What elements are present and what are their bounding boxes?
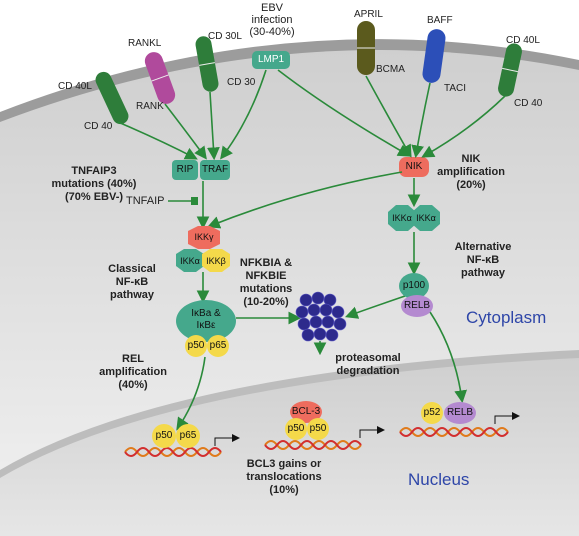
label-ikka: IKKα — [180, 256, 200, 266]
receptor-cd30 — [195, 36, 219, 92]
receptor-bcma — [357, 21, 375, 75]
label-ikka-alt2: IKKα — [416, 213, 436, 223]
label-cd40-right: CD 40 — [514, 98, 543, 109]
label-bcma: BCMA — [376, 64, 405, 75]
label-rank: RANK — [136, 101, 164, 112]
annotation-nfkbia-mutations: NFKBIA & NFKBIE mutations (10-20%) — [239, 257, 293, 308]
annotation-rel-amplification: REL amplification (40%) — [99, 353, 167, 391]
ikba-shape — [176, 300, 236, 342]
label-rip: RIP — [176, 164, 194, 175]
label-bcl3: BCL-3 — [291, 406, 321, 417]
label-p50-bcl-b: p50 — [309, 423, 327, 434]
p50-cyto-shape — [185, 335, 207, 357]
label-ikkb: IKKβ — [206, 256, 226, 266]
ikkg-shape — [188, 226, 220, 249]
relb-cyto-shape — [401, 295, 433, 317]
label-p65-cyto: p65 — [209, 340, 227, 351]
annotation-bcl3-gains: BCL3 gains or translocations (10%) — [246, 458, 322, 496]
relb-nuc-shape — [444, 402, 476, 424]
nik-box — [399, 157, 429, 177]
receptor-rank — [144, 52, 176, 104]
label-ikka-alt1: IKKα — [392, 213, 412, 223]
label-april: APRIL — [354, 9, 383, 20]
region-cytoplasm: Cytoplasm — [466, 308, 547, 327]
label-relb-nuc: RELB — [446, 407, 474, 418]
receptor-cd40-right — [498, 43, 522, 97]
annotation-nik-amplification: NIK amplification (20%) — [437, 153, 505, 191]
label-p65-nuc: p65 — [179, 430, 197, 441]
annotation-proteasomal-degradation: proteasomal degradation — [335, 352, 401, 377]
region-nucleus: Nucleus — [408, 470, 470, 489]
label-cd40l-right: CD 40L — [506, 35, 540, 46]
label-traf: TRAF — [201, 164, 229, 175]
p65-cyto-shape — [207, 335, 229, 357]
traf-box — [200, 160, 230, 180]
ikka-shape — [176, 249, 204, 272]
label-nik: NIK — [405, 161, 423, 172]
label-ikkg: IKKγ — [194, 232, 214, 242]
label-baff: BAFF — [427, 15, 453, 26]
ikkb-shape — [202, 249, 230, 272]
annotation-tnfaip3: TNFAIP3 mutations (40%) (70% EBV-) — [51, 165, 137, 203]
p50-bcl-a-shape — [285, 418, 307, 440]
annotation-alternative-pathway: Alternative NF-κB pathway — [454, 241, 512, 279]
p50-bcl-b-shape — [307, 418, 329, 440]
p52-shape — [421, 402, 443, 424]
p50-nuc-shape — [152, 424, 176, 448]
label-ikba: IκBa & IκBε — [191, 308, 221, 331]
receptor-to-traf-arrows — [117, 69, 506, 431]
label-ebv-infection: EBV infection (30-40%) — [249, 2, 295, 38]
p65-nuc-shape — [176, 424, 200, 448]
label-taci: TACI — [444, 83, 467, 94]
label-p50-bcl-a: p50 — [287, 423, 305, 434]
label-rankl: RANKL — [128, 38, 162, 49]
label-relb-cyto: RELB — [403, 300, 431, 311]
lmp1-box — [252, 51, 290, 69]
bcl3-shape — [290, 401, 322, 423]
ikka-alt2-shape — [412, 205, 440, 231]
rip-box — [172, 160, 198, 180]
label-tnfaip: TNFAIP — [126, 195, 165, 207]
receptor-cd40-left — [95, 71, 129, 125]
label-lmp1: LMP1 — [257, 54, 285, 65]
proteasome-icon — [295, 291, 347, 342]
label-p50-cyto: p50 — [187, 340, 205, 351]
transcription-arrows — [214, 412, 520, 446]
label-cd40-left: CD 40 — [84, 121, 113, 132]
label-p50-nuc: p50 — [155, 430, 173, 441]
label-cd30l: CD 30L — [208, 31, 242, 42]
dna-strand-right — [399, 427, 509, 437]
receptor-taci — [422, 29, 446, 83]
label-cd40l-left: CD 40L — [58, 81, 92, 92]
label-p52: p52 — [423, 407, 441, 418]
annotation-classical-pathway: Classical NF-κB pathway — [108, 263, 156, 301]
dna-strand-middle — [264, 440, 362, 450]
p100-shape — [399, 273, 429, 299]
label-p100: p100 — [402, 280, 426, 291]
ikka-alt1-shape — [388, 205, 416, 231]
tnfaip-inhibition-bar — [191, 197, 198, 205]
dna-strand-left — [124, 447, 222, 457]
label-cd30: CD 30 — [227, 77, 256, 88]
